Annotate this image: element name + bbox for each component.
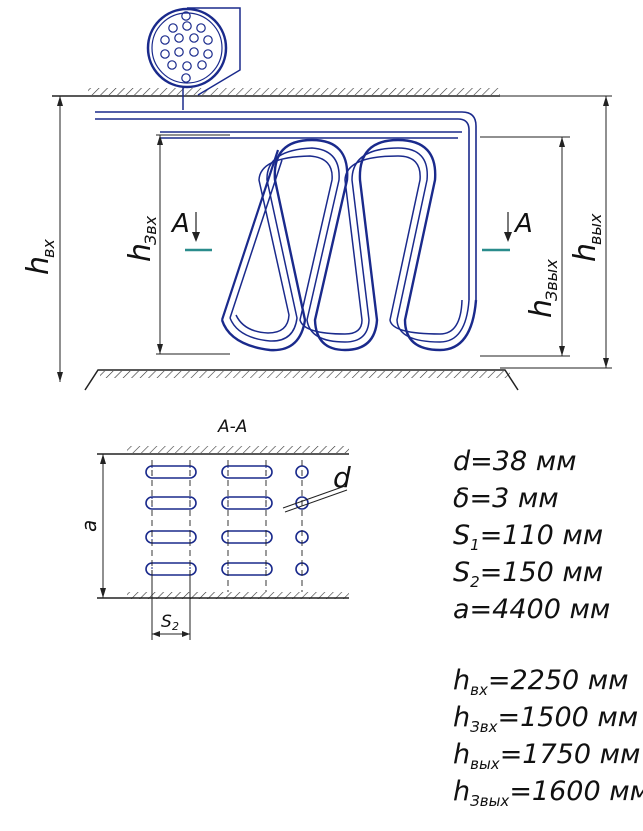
dim-h-zout: h Звых xyxy=(480,136,570,357)
dim-s2-label: S xyxy=(161,612,172,632)
section-label-right: A xyxy=(513,209,533,239)
spec-delta: δ=3 мм xyxy=(453,483,559,514)
drum-hole xyxy=(197,60,207,70)
spec-s2: S2=150 мм xyxy=(453,557,603,591)
svg-text:hвх=2250 мм: hвх=2250 мм xyxy=(453,665,629,699)
drum-hole xyxy=(203,35,213,45)
spec-h-in: hвх=2250 мм xyxy=(453,665,629,699)
drum-hole xyxy=(181,73,191,83)
tube-pair xyxy=(221,562,273,576)
drum-hole xyxy=(196,23,206,33)
h-in-sub: вх xyxy=(39,239,58,258)
tube-pair xyxy=(145,496,197,510)
drum-hole xyxy=(182,21,192,31)
svg-text:δ=3 мм: δ=3 мм xyxy=(453,483,559,514)
h-zin-sub: Звх xyxy=(141,215,160,245)
h-zout-sub: Звых xyxy=(542,259,561,301)
drum-hole xyxy=(160,35,170,45)
h-in-label: h xyxy=(21,256,56,275)
dim-h-zin: h Звх xyxy=(123,134,230,355)
top-wall-hatch xyxy=(88,88,500,95)
section-view: A-A a S 2 d xyxy=(77,417,351,640)
h-zout-label: h xyxy=(524,299,559,318)
drum-hole xyxy=(160,49,170,59)
section-mark-left: A xyxy=(170,209,212,252)
tube-rows xyxy=(145,460,309,592)
drum-tube-holes xyxy=(160,11,213,83)
section-bottom-hatch xyxy=(127,592,349,599)
drum-hole xyxy=(203,49,213,59)
h-zin-label: h xyxy=(123,243,158,262)
svg-text:hЗвых=1600 мм: hЗвых=1600 мм xyxy=(453,776,643,810)
spec-s1: S1=110 мм xyxy=(453,520,603,554)
dim-h-in: h вх xyxy=(21,96,63,382)
front-view: A A h вх h xyxy=(21,7,612,391)
serpentine-coil xyxy=(220,138,478,352)
svg-text:d=38 мм: d=38 мм xyxy=(453,446,576,477)
svg-text:a=4400 мм: a=4400 мм xyxy=(453,594,610,625)
drum-hole xyxy=(174,33,184,43)
tube-pair xyxy=(221,530,273,544)
dim-a-label: a xyxy=(77,520,101,532)
dim-h-out: h вых xyxy=(500,95,612,369)
spec-a: a=4400 мм xyxy=(453,594,610,625)
spec-h-zout: hЗвых=1600 мм xyxy=(453,776,643,810)
section-title: A-A xyxy=(217,417,247,437)
drum xyxy=(146,7,241,110)
spec-h-out: hвых=1750 мм xyxy=(453,739,640,773)
spec-h-zin: hЗвх=1500 мм xyxy=(453,702,638,736)
section-top-hatch xyxy=(127,446,349,453)
svg-text:hвых=1750 мм: hвых=1750 мм xyxy=(453,739,640,773)
drum-hole xyxy=(189,33,199,43)
svg-text:S2=150 мм: S2=150 мм xyxy=(453,557,603,591)
drum-hole xyxy=(189,47,199,57)
tube-pair xyxy=(145,530,197,544)
header-pipes xyxy=(95,111,477,300)
drum-hole xyxy=(181,11,191,21)
dim-d-label: d xyxy=(333,461,351,494)
svg-text:hЗвх=1500 мм: hЗвх=1500 мм xyxy=(453,702,638,736)
floor-line xyxy=(84,369,519,391)
tube-pair xyxy=(221,465,273,479)
dim-s2-sub: 2 xyxy=(172,620,179,633)
drum-hole xyxy=(168,23,178,33)
drum-hole xyxy=(174,47,184,57)
drum-hole xyxy=(182,61,192,71)
section-mark-right: A xyxy=(482,209,533,252)
drum-hole xyxy=(167,60,177,70)
floor-hatch xyxy=(100,371,510,378)
svg-text:S1=110 мм: S1=110 мм xyxy=(453,520,603,554)
tube-pair xyxy=(221,496,273,510)
h-out-sub: вых xyxy=(586,213,605,245)
tube-pair xyxy=(145,465,197,479)
tube-pair xyxy=(145,562,197,576)
h-out-label: h xyxy=(568,243,603,262)
section-label-left: A xyxy=(170,209,190,239)
spec-d: d=38 мм xyxy=(453,446,576,477)
